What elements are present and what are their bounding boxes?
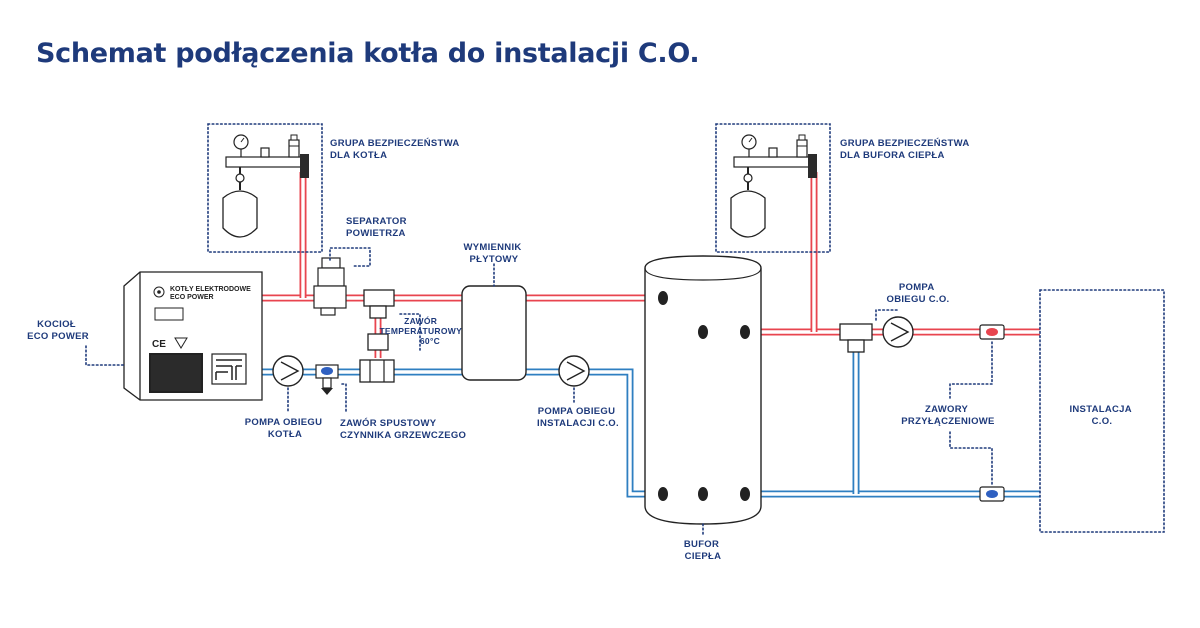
thermo-valve-leader	[399, 313, 421, 351]
plate-heat-exchanger[interactable]	[461, 285, 527, 381]
ch-pump[interactable]	[882, 316, 914, 348]
thermostatic-valve[interactable]	[359, 333, 395, 383]
buffer-port	[658, 291, 668, 305]
air-separator[interactable]	[313, 257, 347, 316]
air-vent-icon	[260, 147, 270, 158]
ce-mark: CE	[152, 339, 166, 350]
connection-valves-leader-top	[949, 341, 993, 399]
boiler-display-small	[154, 307, 184, 321]
boiler[interactable]: KOTŁY ELEKTRODOWE ECO POWER CE	[123, 271, 263, 401]
air-vent-icon	[768, 147, 778, 158]
connection-valves-leader-bottom	[949, 431, 993, 487]
buffer-port	[740, 487, 750, 501]
safety-group-boiler[interactable]	[222, 134, 309, 238]
safety-valve-icon	[288, 134, 300, 158]
thermo-valve-label: ZAWÓR TEMPERATUROWY 60°C	[379, 315, 464, 346]
buffer-label: BUFOR CIEPŁA	[684, 539, 722, 562]
connection-valve-return[interactable]	[979, 486, 1005, 502]
expansion-vessel-icon	[222, 167, 258, 238]
ch-pump-inner-label: POMPA OBIEGU INSTALACJI C.O.	[537, 406, 619, 429]
buffer-port	[658, 487, 668, 501]
safety-group-boiler-bracket	[300, 154, 309, 178]
buffer-port	[698, 325, 708, 339]
buffer-tank[interactable]	[644, 255, 762, 525]
drain-valve-leader	[341, 383, 347, 413]
safety-group-boiler-label: GRUPA BEZPIECZEŃSTWA DLA KOTŁA	[330, 138, 462, 161]
expansion-vessel-icon	[730, 167, 766, 238]
safety-group-boiler-box	[207, 123, 323, 253]
outlet-tee	[839, 323, 873, 353]
power-icon	[153, 286, 165, 298]
connection-valve-supply[interactable]	[979, 324, 1005, 340]
pressure-gauge-icon	[233, 134, 249, 157]
boiler-pump-label: POMPA OBIEGU KOTŁA	[245, 417, 325, 440]
ch-pump-inner[interactable]	[558, 355, 590, 387]
connection-valves-label: ZAWORY PRZYŁĄCZENIOWE	[901, 404, 994, 427]
supply-tee	[363, 289, 395, 319]
air-separator-leader	[329, 247, 371, 267]
ch-pump-leader	[875, 309, 899, 321]
boiler-terminal-block	[211, 353, 247, 385]
boiler-leader	[85, 345, 125, 366]
drain-valve-label: ZAWÓR SPUSTOWY CZYNNIKA GRZEWCZEGO	[340, 417, 466, 441]
boiler-panel-line1: KOTŁY ELEKTRODOWE	[170, 286, 251, 293]
heat-exchanger-label: WYMIENNIK PŁYTOWY	[463, 242, 524, 265]
boiler-label: KOCIOŁ ECO POWER	[27, 319, 89, 342]
safety-group-buffer-label: GRUPA BEZPIECZEŃSTWA DLA BUFORA CIEPŁA	[840, 138, 972, 161]
safety-group-buffer-bracket	[808, 154, 817, 178]
warning-triangle-icon	[174, 337, 188, 349]
boiler-panel-line2: ECO POWER	[170, 294, 214, 301]
boiler-screen	[149, 353, 203, 393]
buffer-port	[740, 325, 750, 339]
ch-pump-label: POMPA OBIEGU C.O.	[887, 282, 950, 305]
safety-valve-icon	[796, 134, 808, 158]
safety-group-buffer-box	[715, 123, 831, 253]
page-title: Schemat podłączenia kotła do instalacji …	[36, 38, 700, 69]
drain-valve[interactable]	[315, 364, 339, 395]
installation-box	[1039, 289, 1165, 533]
buffer-port	[698, 487, 708, 501]
installation-label: INSTALACJA C.O.	[1069, 404, 1134, 427]
safety-group-buffer[interactable]	[730, 134, 817, 238]
boiler-pump[interactable]	[272, 355, 304, 387]
pressure-gauge-icon	[741, 134, 757, 157]
air-separator-label: SEPARATOR POWIETRZA	[346, 216, 410, 239]
